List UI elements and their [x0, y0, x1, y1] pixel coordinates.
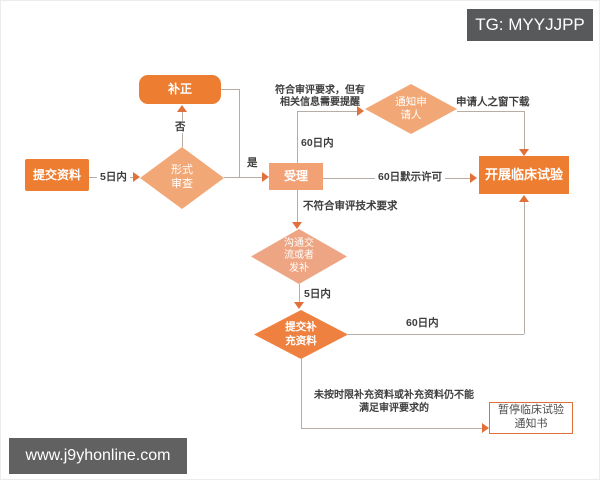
tg-badge: TG: MYYJJPP: [467, 9, 593, 41]
connector-accept-to-comm: [297, 190, 298, 224]
connector-comm-to-supp: [299, 284, 300, 303]
connector-notify-out-v: [524, 111, 525, 151]
label-within-60-days-2: 60日内: [406, 317, 439, 329]
node-submit-materials: 提交资料: [25, 159, 89, 191]
node-conduct-clinical-trial: 开展临床试验: [479, 156, 569, 194]
arrow-into-supp-icon: [294, 302, 304, 309]
connector-supp-down: [301, 359, 302, 428]
arrow-into-conduct-left-icon: [470, 173, 477, 183]
arrow-into-accept-icon: [262, 172, 269, 182]
connector-supp-to-conduct-v: [524, 199, 525, 334]
connector-correction-out-h: [221, 89, 239, 90]
connector-notify-out-h: [457, 111, 524, 112]
node-submit-supplementary: 提交补 充资料: [254, 310, 348, 359]
node-suspend-trial-notice: 暂停临床试验 通知书: [489, 402, 573, 434]
label-meets-requirements: 符合审评要求，但有 相关信息需要提醒: [275, 85, 365, 108]
arrow-into-suspend-icon: [482, 423, 489, 433]
label-within-5-days-1: 5日内: [97, 171, 130, 184]
label-applicant-window: 申请人之窗下载: [456, 96, 530, 108]
label-overdue-supplement: 未按时限补充资料或补充资料仍不能 满足审评要求的: [314, 390, 474, 414]
node-communication-or-supplement: 沟通交 流或者 发补: [251, 229, 347, 284]
connector-to-notify: [297, 111, 357, 112]
node-correction: 补正: [139, 75, 221, 104]
label-within-5-days-2: 5日内: [304, 288, 331, 300]
label-yes: 是: [247, 157, 258, 169]
connector-accept-up: [297, 111, 298, 163]
arrow-into-formal-icon: [133, 172, 140, 182]
connector-to-suspend: [301, 428, 482, 429]
connector-correction-out-v: [239, 89, 240, 178]
node-acceptance: 受理: [269, 163, 323, 190]
arrow-into-comm-icon: [292, 222, 302, 229]
connector-supp-to-conduct-h: [348, 334, 524, 335]
label-no: 否: [173, 121, 188, 134]
label-tacit-permission: 60日默示许可: [375, 171, 446, 184]
connector-formal-to-accept: [224, 177, 262, 178]
node-formal-review: 形式 审查: [140, 147, 224, 209]
node-notify-applicant: 通知申 请人: [365, 84, 457, 134]
label-not-meet-tech: 不符合审评技术要求: [303, 200, 398, 212]
arrow-into-conduct-bottom-icon: [519, 195, 529, 202]
watermark-badge: www.j9yhonline.com: [9, 438, 187, 474]
arrow-into-notify-icon: [357, 106, 364, 116]
label-within-60-days-1: 60日内: [301, 137, 334, 149]
arrow-into-correction-icon: [177, 105, 187, 112]
arrow-into-conduct-top-icon: [519, 149, 529, 156]
